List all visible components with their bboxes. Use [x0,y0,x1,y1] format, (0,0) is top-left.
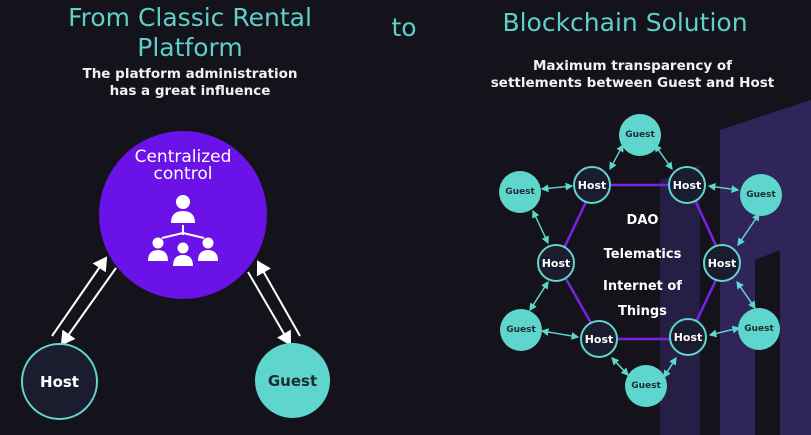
people-hierarchy-icon [148,195,218,266]
network-host-node: Host [537,244,575,282]
network-connectors [529,143,760,379]
left-subtitle-line2: has a great influence [109,83,271,99]
left-title: From Classic Rental Platform [68,3,312,62]
right-subtitle-line1: Maximum transparency of [532,58,733,74]
network-host-node: Host [669,318,707,356]
network-host-node: Host [573,166,611,204]
network-guest-node: Guest [740,174,782,216]
network-guest-node: Guest [625,365,667,407]
network-guest-node: Guest [500,309,542,351]
center-text-internet-of: Internet of [603,279,682,294]
centralized-label-line1: Centralized [134,147,232,167]
right-subtitle-line2: settlements between Guest and Host [490,75,775,91]
centralized-control-label: Centralized control [99,149,267,183]
network-guest-node: Guest [499,171,541,213]
host-node: Host [21,343,98,420]
center-text-telematics: Telematics [603,247,682,262]
center-text-things: Things [618,304,667,319]
centralized-label-line2: control [153,164,213,184]
guest-node: Guest [255,343,330,418]
right-subtitle: Maximum transparency of settlements betw… [480,58,785,92]
connector-word: to [391,13,417,42]
center-text-dao: DAO [626,213,659,228]
left-subtitle: The platform administration has a great … [60,66,320,100]
network-host-node: Host [668,166,706,204]
left-subtitle-line1: The platform administration [82,66,298,82]
network-guest-node: Guest [619,114,661,156]
guest-to-center-arrow [247,260,301,346]
right-title: Blockchain Solution [502,8,748,37]
centralized-control-node: Centralized control [99,131,267,299]
network-guest-node: Guest [738,308,780,350]
network-host-node: Host [703,244,741,282]
host-to-center-arrow [51,256,117,346]
network-host-node: Host [580,320,618,358]
